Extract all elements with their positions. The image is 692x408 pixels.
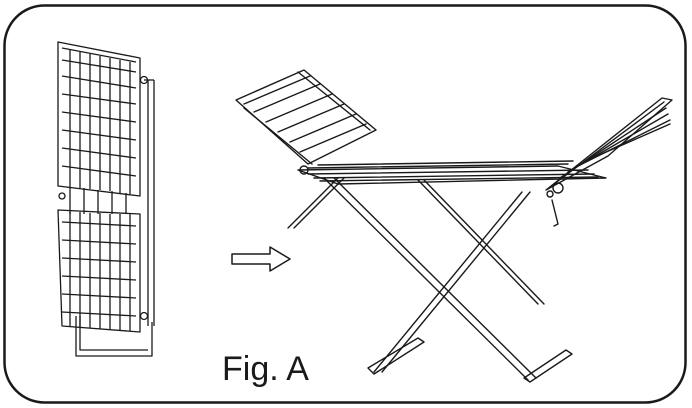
arrow-right-outline-icon — [231, 246, 291, 272]
figure-frame — [3, 4, 687, 404]
folded-drying-rack — [57, 41, 155, 357]
unfolded-drying-rack — [235, 69, 673, 383]
figure-label: Fig. A — [222, 350, 309, 388]
